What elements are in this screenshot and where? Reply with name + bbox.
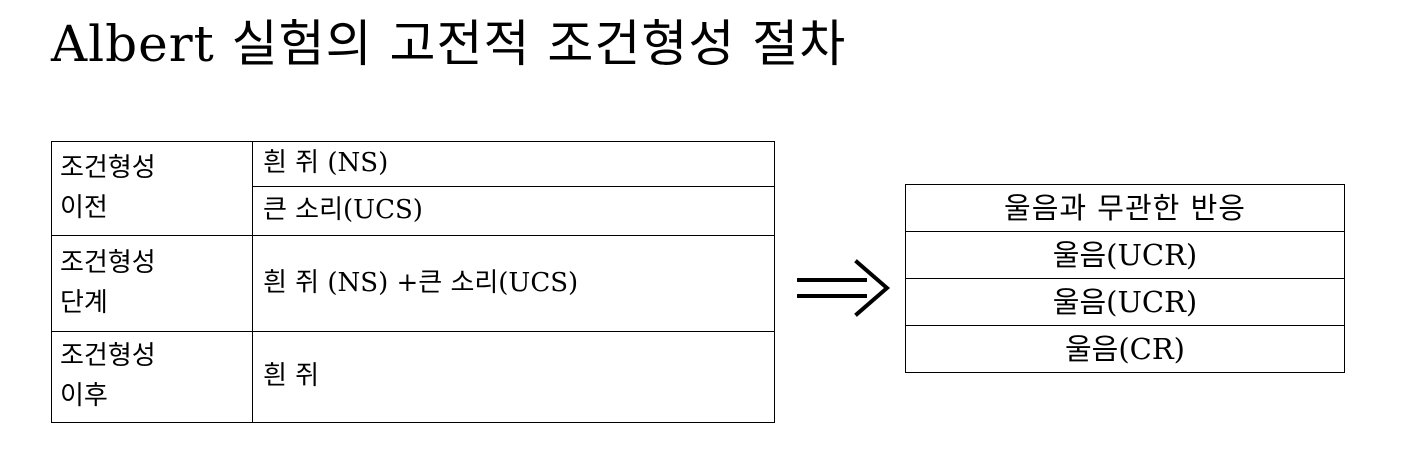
response-cell-ucr-2: 울음(UCR) (905, 278, 1345, 326)
table-row: 울음과 무관한 반응 (905, 184, 1345, 232)
stage-label-line1: 조건형성 (60, 341, 156, 371)
table-row: 조건형성 단계 흰 쥐 (NS) +큰 소리(UCS) (51, 235, 775, 332)
conditioning-procedure-table: 조건형성 이전 흰 쥐 (NS) 큰 소리(UCS) 조건형성 단계 흰 쥐 (… (51, 141, 775, 423)
event-cell-during-pairing: 흰 쥐 (NS) +큰 소리(UCS) (252, 235, 775, 332)
table-row: 조건형성 이전 흰 쥐 (NS) (51, 141, 775, 236)
event-cell-before-ns: 흰 쥐 (NS) (252, 141, 775, 187)
table-row: 울음(UCR) (905, 231, 1345, 279)
double-right-arrow-icon (795, 258, 891, 318)
response-cell-cr: 울음(CR) (905, 325, 1345, 373)
stage-label-line2: 이전 (60, 192, 108, 223)
table-row: 울음(CR) (905, 325, 1345, 373)
stage-label-line1: 조건형성 (60, 152, 156, 183)
event-cell-after-cs: 흰 쥐 (252, 331, 775, 423)
stage-cell-after: 조건형성 이후 (51, 331, 253, 423)
stage-label-line2: 단계 (60, 287, 108, 318)
table-row: 조건형성 이후 흰 쥐 (51, 331, 775, 423)
page-title: Albert 실험의 고전적 조건형성 절차 (51, 15, 847, 73)
table-row: 울음(UCR) (905, 278, 1345, 326)
stage-label-line1: 조건형성 (60, 247, 156, 278)
response-cell-ucr-1: 울음(UCR) (905, 231, 1345, 279)
response-table-header: 울음과 무관한 반응 (905, 184, 1345, 232)
stage-cell-before: 조건형성 이전 (51, 141, 253, 236)
table-row: 큰 소리(UCS) (52, 186, 775, 236)
response-outcome-table: 울음과 무관한 반응 울음(UCR) 울음(UCR) 울음(CR) (905, 184, 1345, 373)
event-cell-before-ucs: 큰 소리(UCS) (252, 186, 775, 236)
stage-label-line2: 이후 (60, 381, 108, 411)
stage-cell-during: 조건형성 단계 (51, 235, 253, 332)
